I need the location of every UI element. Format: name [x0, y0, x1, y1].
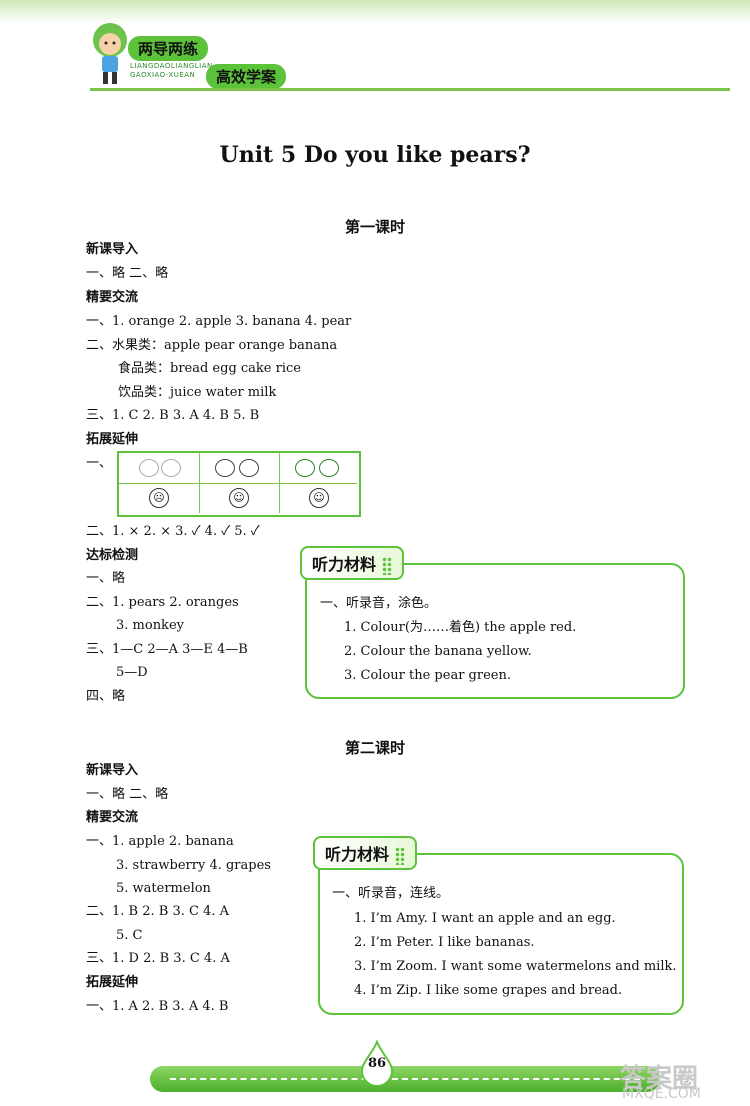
table-cell [199, 453, 280, 484]
l2-extend-line1: 一、1. A 2. B 3. A 4. B [86, 999, 229, 1014]
l1-extend-line2: 二、1. × 2. × 3. ✓ 4. ✓ 5. ✓ [86, 524, 260, 539]
table-cell [279, 453, 357, 484]
brand-tag-secondary: 高效学案 [206, 64, 287, 89]
l1-exchange-line4: 饮品类：juice water milk [118, 385, 277, 400]
l1-exchange-line2: 二、水果类：apple pear orange banana [86, 338, 338, 353]
dots-icon [382, 556, 393, 575]
mascot-logo-icon [93, 23, 127, 84]
l1-intro-answers: 一、略 二、略 [86, 266, 169, 281]
pear-icon [161, 459, 181, 477]
l1-exchange-line5: 三、1. C 2. B 3. A 4. B 5. B [86, 408, 260, 423]
listening2-line4: 4. I’m Zip. I like some grapes and bread… [354, 983, 623, 998]
listening2-instruction: 一、听录音，连线。 [332, 886, 450, 901]
table-cell [119, 453, 200, 484]
page-number: 86 [367, 1056, 387, 1071]
l1-test-line4: 三、1—C 2—A 3—E 4—B [86, 642, 248, 657]
smile-face-icon: ☺ [229, 488, 249, 508]
top-decoration-band [0, 0, 750, 24]
listening-tag-1: 听力材料 [300, 546, 405, 580]
l2-exchange-line3: 5. watermelon [116, 881, 211, 896]
lesson1-heading: 第一课时 [344, 218, 405, 236]
dots-icon [395, 846, 406, 865]
l2-section-exchange: 精要交流 [86, 810, 139, 825]
l1-section-extend: 拓展延伸 [86, 432, 139, 447]
l1-extend-line1: 一、 [86, 456, 113, 471]
l2-exchange-line4: 二、1. B 2. B 3. C 4. A [86, 904, 229, 919]
l2-exchange-line5: 5. C [116, 928, 143, 943]
apple-icon [319, 459, 339, 477]
l2-section-extend: 拓展延伸 [86, 975, 139, 990]
orange-icon [239, 459, 259, 477]
l1-test-line5: 5—D [116, 665, 148, 680]
brand-tag-primary: 两导两练 [128, 36, 209, 61]
l1-test-line1: 一、略 [86, 571, 126, 586]
orange-icon [215, 459, 235, 477]
listening-box-2 [318, 853, 684, 1015]
l1-test-line6: 四、略 [86, 689, 126, 704]
sad-face-icon: ☹ [149, 488, 169, 508]
l1-exchange-line3: 食品类：bread egg cake rice [118, 361, 301, 376]
footer-bar [150, 1066, 660, 1092]
table-cell: ☺ [199, 483, 280, 513]
l2-intro-answers: 一、略 二、略 [86, 787, 169, 802]
drop-icon [360, 1040, 394, 1086]
page-title: Unit 5 Do you like pears? [219, 142, 531, 168]
lesson2-heading: 第二课时 [344, 739, 405, 757]
l2-exchange-line1: 一、1. apple 2. banana [86, 834, 234, 849]
listening-tag-label: 听力材料 [325, 845, 390, 864]
apple-icon [295, 459, 315, 477]
listening1-line1: 1. Colour(为……着色) the apple red. [344, 620, 577, 635]
l1-section-intro: 新课导入 [86, 242, 139, 257]
l1-test-line2: 二、1. pears 2. oranges [86, 595, 239, 610]
listening2-line3: 3. I’m Zoom. I want some watermelons and… [354, 959, 677, 974]
listening2-line1: 1. I’m Amy. I want an apple and an egg. [354, 911, 616, 926]
listening1-line2: 2. Colour the banana yellow. [344, 644, 532, 659]
l2-section-intro: 新课导入 [86, 763, 139, 778]
header-divider [90, 88, 730, 91]
footer-dash [170, 1078, 640, 1080]
brand-pinyin: LIANGDAOLIANGLIAN GAOXIAO·XUEAN [130, 62, 213, 79]
l1-exchange-line1: 一、1. orange 2. apple 3. banana 4. pear [86, 314, 352, 329]
table-cell: ☺ [279, 483, 357, 513]
listening1-line3: 3. Colour the pear green. [344, 668, 511, 683]
l1-section-test: 达标检测 [86, 548, 139, 563]
fruit-face-table: ☹ ☺ ☺ [117, 451, 361, 517]
l1-section-exchange: 精要交流 [86, 290, 139, 305]
listening-box-1 [305, 563, 685, 699]
listening-tag-label: 听力材料 [312, 555, 377, 574]
watermark: 答案圈 [620, 1064, 699, 1094]
table-cell: ☹ [119, 483, 200, 513]
l2-exchange-line6: 三、1. D 2. B 3. C 4. A [86, 951, 230, 966]
listening-tag-2: 听力材料 [313, 836, 418, 870]
watermark-url: MXQE.COM [622, 1086, 701, 1102]
page-number-badge: 86 [360, 1040, 394, 1086]
l1-test-line3: 3. monkey [116, 618, 184, 633]
listening1-instruction: 一、听录音，涂色。 [320, 596, 438, 611]
listening2-line2: 2. I’m Peter. I like bananas. [354, 935, 535, 950]
pear-icon [139, 459, 159, 477]
l2-exchange-line2: 3. strawberry 4. grapes [116, 858, 271, 873]
smile-face-icon: ☺ [309, 488, 329, 508]
